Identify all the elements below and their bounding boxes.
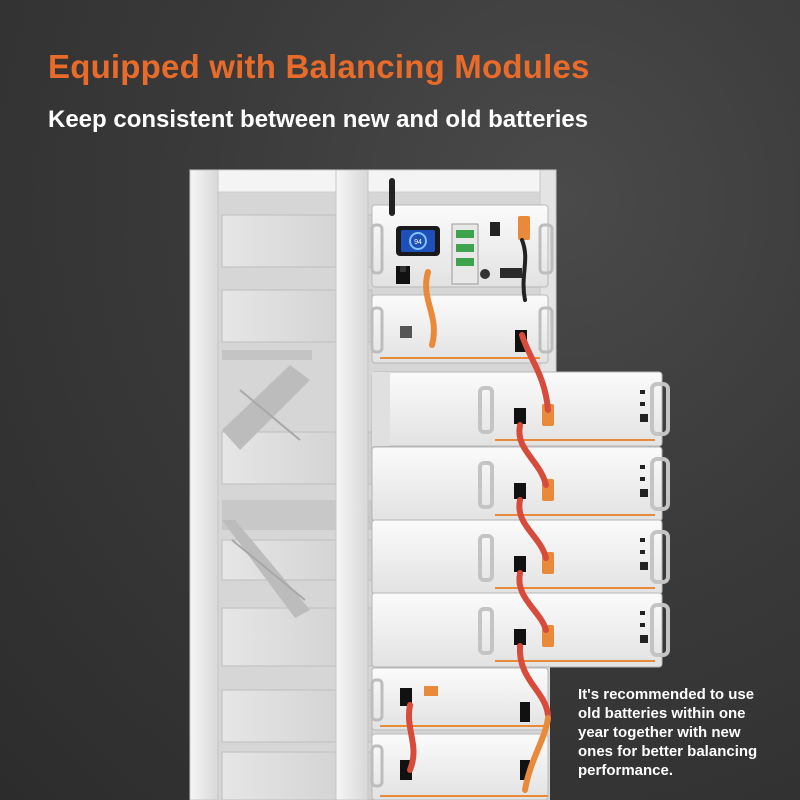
control-module: 94 xyxy=(370,178,554,288)
recommendation-note: It's recommended to use old batteries wi… xyxy=(578,686,758,779)
battery-modules-lower xyxy=(370,667,549,800)
rack-brace xyxy=(222,365,310,618)
battery-module xyxy=(370,294,554,364)
display-screen xyxy=(401,230,435,252)
headline: Equipped with Balancing Modules xyxy=(48,48,590,85)
subheadline: Keep consistent between new and old batt… xyxy=(48,106,589,133)
cables xyxy=(406,238,551,793)
display-readout: 94 xyxy=(414,239,422,246)
